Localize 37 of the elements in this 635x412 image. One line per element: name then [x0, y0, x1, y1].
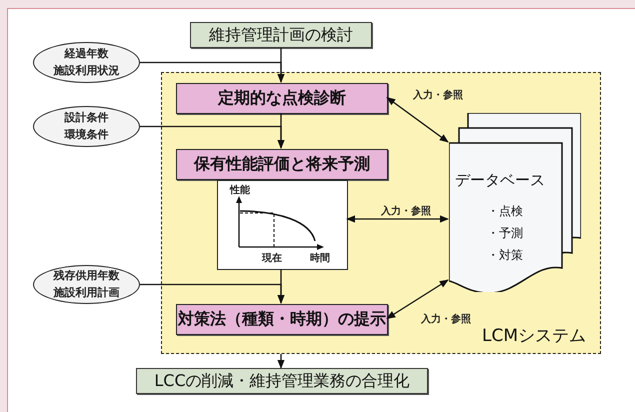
node-text: 設計条件 [64, 110, 108, 126]
database-document-stack [449, 113, 581, 292]
connector-arrow [386, 279, 449, 320]
connector-arrow [140, 126, 285, 149]
axis-label: 現在 [262, 252, 282, 265]
connector-arrow [140, 284, 285, 304]
system-boundary [161, 72, 601, 354]
process-box [176, 149, 388, 180]
process-box [176, 304, 388, 335]
node-text: 維持管理計画の検討 [209, 24, 353, 46]
node-text: 環境条件 [64, 126, 108, 142]
list-item: ・点検 [487, 203, 523, 220]
node-text: 経過年数 [64, 46, 108, 62]
list-item: ・対策 [487, 247, 523, 264]
axis-label: 時間 [310, 252, 330, 265]
edge-label: 入力・参照 [420, 312, 472, 326]
node-text: 施設利用計画 [54, 284, 120, 300]
axis-label: 性能 [230, 184, 250, 197]
chart-panel [217, 180, 348, 270]
edge-label: 入力・参照 [380, 204, 432, 218]
list-item: ・予測 [487, 225, 523, 242]
node-text: LCCの削減・維持管理業務の合理化 [154, 370, 410, 392]
edge-label: 入力・参照 [412, 88, 464, 102]
connector-arrow [140, 62, 285, 83]
node-text: 残存供用年数 [54, 268, 120, 284]
node-text: 対策法（種類・時期）の提示 [178, 309, 386, 330]
system-label: LCMシステム [482, 325, 586, 347]
process-box [190, 22, 372, 48]
connector-arrow [277, 354, 285, 369]
node-text: 定期的な点検診断 [218, 88, 346, 109]
node-text: 施設利用状況 [54, 62, 120, 78]
result-box [136, 368, 428, 394]
connector-arrow [386, 96, 449, 143]
process-box [176, 83, 388, 114]
database-title: データベース [455, 171, 545, 190]
node-text: 保有性能評価と将来予測 [194, 154, 370, 175]
connector-arrow [346, 215, 449, 223]
